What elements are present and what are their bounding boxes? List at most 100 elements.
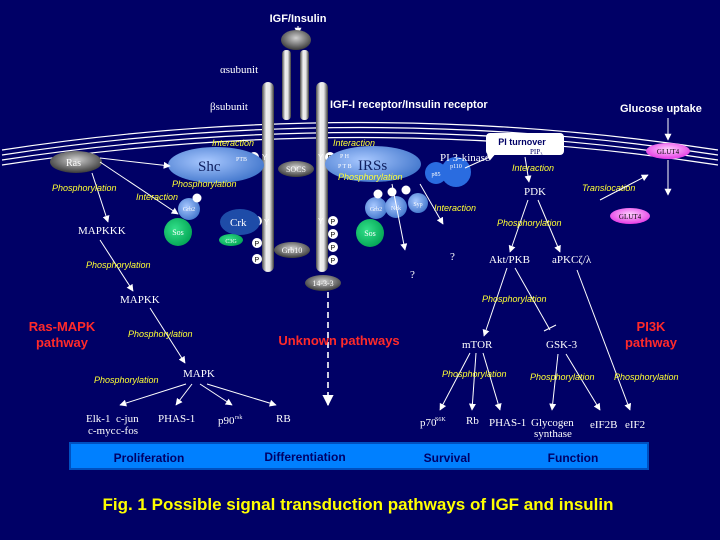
target-rb-left: RB <box>276 413 291 425</box>
phos-irs-label: Phosphorylation <box>338 172 403 182</box>
beta-subunit-right <box>316 82 328 272</box>
target-glycogen-line1: Glycogen <box>531 417 574 429</box>
nck-node <box>385 196 407 218</box>
phos-pdk-label: Phosphorylation <box>497 218 562 228</box>
svg-text:rsk: rsk <box>235 415 242 421</box>
phos-eif2-label: Phosphorylation <box>614 372 679 382</box>
svg-text:Sos: Sos <box>364 229 376 238</box>
svg-text:Sos: Sos <box>172 228 184 237</box>
shc-node <box>168 147 264 183</box>
target-p70: p70 <box>420 417 437 429</box>
ras-label: Ras <box>66 158 81 169</box>
svg-text:P: P <box>331 219 336 226</box>
syp-node <box>408 193 428 213</box>
svg-text:Y: Y <box>262 153 268 162</box>
svg-text:Grb2: Grb2 <box>183 207 195 213</box>
outcome-survival: Survival <box>424 451 471 465</box>
grb10-node <box>274 242 310 258</box>
pi3k-label: PI 3-kinase <box>440 152 490 164</box>
interaction-label-2: Interaction <box>136 192 178 202</box>
beta-subunit-label: βsubunit <box>210 101 248 113</box>
sos-node-left <box>164 218 192 246</box>
ras-node <box>50 151 102 173</box>
outcome-differentiation: Differentiation <box>264 450 345 464</box>
outcome-bar <box>69 442 649 470</box>
ptb-shc-label: PTB <box>236 157 247 163</box>
unknown-pathways-label: Unknown pathways <box>278 333 399 348</box>
svg-text:PI turnover: PI turnover <box>498 137 546 147</box>
svg-text:p85: p85 <box>432 172 441 178</box>
svg-text:P: P <box>331 245 336 252</box>
target-eif2: eIF2 <box>625 419 645 431</box>
target-p90: p90 <box>218 415 235 427</box>
glut4-vesicle <box>610 208 650 224</box>
target-phas1-left: PHAS-1 <box>158 413 195 425</box>
phos-mapkk-label: Phosphorylation <box>128 329 193 339</box>
interaction-label-4: Interaction <box>434 203 476 213</box>
ptb-irs-label: P T B <box>338 164 352 170</box>
unknown-q1: ? <box>410 269 415 281</box>
grb2-node-left <box>178 198 200 220</box>
crk-node <box>220 209 260 235</box>
svg-text:P: P <box>331 232 336 239</box>
figure-caption: Fig. 1 Possible signal transduction path… <box>102 495 613 514</box>
outcome-function: Function <box>548 451 599 465</box>
svg-text:Grb2: Grb2 <box>370 207 382 213</box>
shc-label: Shc <box>198 159 221 175</box>
mapk-label: MAPK <box>183 368 215 380</box>
unknown-q2: ? <box>450 251 455 263</box>
alpha-subunit-right <box>300 50 309 120</box>
outcome-proliferation: Proliferation <box>114 451 185 465</box>
target-rb-right: Rb <box>466 415 479 427</box>
interaction-label-5: Interaction <box>512 163 554 173</box>
translocation-label: Translocation <box>582 183 635 193</box>
socs-node <box>278 161 314 177</box>
target-elk1: Elk-1 <box>86 413 110 425</box>
ph-label: P H <box>340 154 350 160</box>
mapkk-label: MAPKK <box>120 294 160 306</box>
svg-text:Y: Y <box>264 218 270 227</box>
target-eif2b: eIF2B <box>590 419 618 431</box>
glut4-membrane <box>646 143 690 159</box>
mtor-label: mTOR <box>462 339 493 351</box>
svg-text:PIP₃: PIP₃ <box>530 148 543 156</box>
apkc-label: aPKCζ/λ <box>552 254 592 266</box>
akt-label: Akt/PKB <box>489 254 530 266</box>
svg-text:P: P <box>255 241 260 248</box>
pi-turnover-box <box>486 133 564 155</box>
p110-node <box>441 157 471 187</box>
socs-label: SOCS <box>286 165 306 174</box>
ras-mapk-pathway-line1: Ras-MAPK <box>29 319 96 334</box>
pi3k-pathway-line1: PI3K <box>637 319 667 334</box>
target-cjun: c-jun <box>116 413 139 425</box>
svg-text:p110: p110 <box>450 164 462 170</box>
phos-mapk-label: Phosphorylation <box>94 375 159 385</box>
p85-node <box>425 162 447 184</box>
svg-text:GLUT4: GLUT4 <box>619 213 642 221</box>
alpha-subunit-label: αsubunit <box>220 64 258 76</box>
svg-text:C3G: C3G <box>225 239 237 245</box>
pi3k-pathway-line2: pathway <box>625 335 678 350</box>
crk-label: Crk <box>230 217 247 229</box>
phos-akt-label: Phosphorylation <box>482 294 547 304</box>
target-cfos: c-fos <box>116 425 138 437</box>
phos-ras-label: Phosphorylation <box>52 183 117 193</box>
svg-text:S6K: S6K <box>435 417 446 423</box>
interaction-label-3: Interaction <box>333 138 375 148</box>
receptor <box>262 30 328 272</box>
p1433-label: 14-3-3 <box>312 279 333 288</box>
irs-node <box>325 146 421 182</box>
target-glycogen-line2: synthase <box>534 428 572 440</box>
svg-text:Y: Y <box>318 153 324 162</box>
svg-text:Nck: Nck <box>391 206 401 212</box>
gsk3-label: GSK-3 <box>546 339 578 351</box>
target-cmyc: c-myc <box>88 425 116 437</box>
sos-node-right <box>356 219 384 247</box>
mapkkk-label: MAPKKK <box>78 225 126 237</box>
cell-membrane <box>1 121 719 166</box>
irs-label: IRSs <box>358 158 387 174</box>
svg-text:GLUT4: GLUT4 <box>657 148 680 156</box>
target-phas1-right: PHAS-1 <box>489 417 526 429</box>
